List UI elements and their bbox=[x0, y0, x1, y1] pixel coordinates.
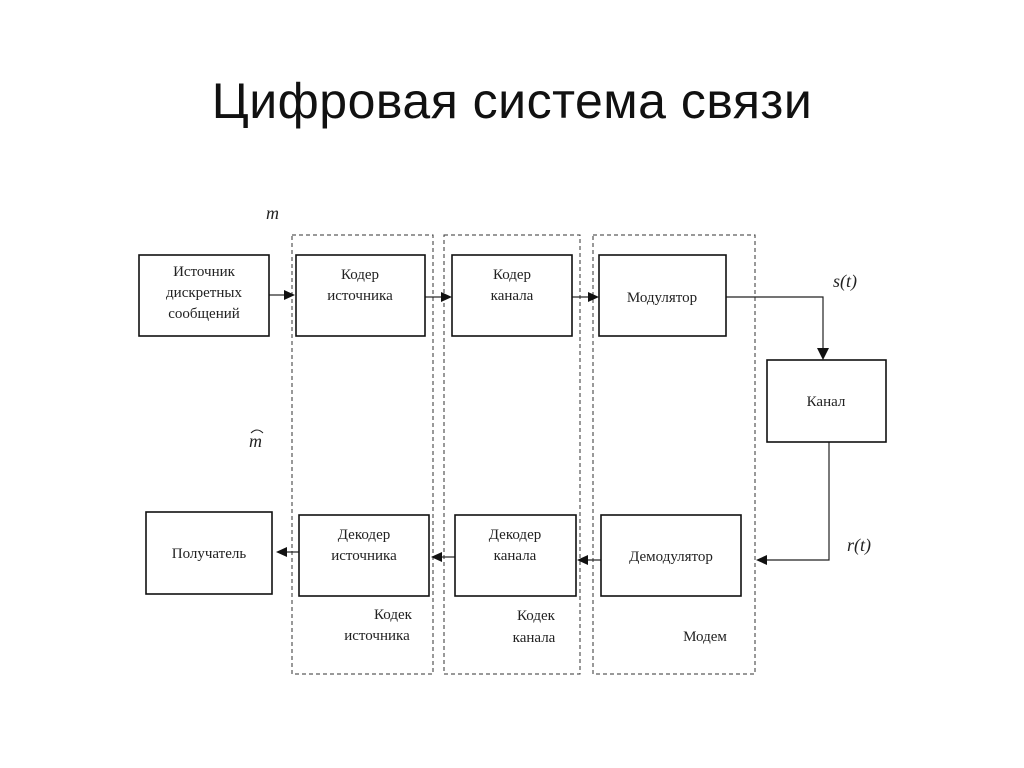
arrowhead-left bbox=[276, 547, 287, 557]
block-label: Кодер bbox=[493, 267, 531, 283]
arrowhead-down bbox=[817, 348, 829, 360]
block-source-decoder: Декодер источника bbox=[298, 514, 430, 597]
block-label: канала bbox=[491, 288, 534, 304]
signal-m-hat-label: m bbox=[249, 431, 262, 451]
arrowhead-right bbox=[284, 290, 295, 300]
block-label: Декодер bbox=[338, 527, 390, 543]
block-label: Демодулятор bbox=[629, 549, 713, 565]
block-label: источника bbox=[327, 288, 393, 304]
block-receiver: Получатель bbox=[145, 511, 273, 595]
block-label: Источник bbox=[173, 264, 236, 280]
block-label: источника bbox=[331, 548, 397, 564]
block-label: Канал bbox=[807, 394, 846, 410]
group-modem bbox=[592, 234, 756, 675]
group-caption-channel-codec: канала bbox=[513, 630, 556, 646]
group-caption-modem: Модем bbox=[683, 629, 727, 645]
block-label: Получатель bbox=[172, 546, 247, 562]
group-caption-source-codec: источника bbox=[344, 628, 410, 644]
signal-r-label: r(t) bbox=[847, 535, 871, 556]
group-caption-channel-codec: Кодек bbox=[517, 608, 556, 624]
block-label: дискретных bbox=[166, 285, 242, 301]
arrowhead-right bbox=[441, 292, 452, 302]
group-source-codec bbox=[291, 234, 434, 675]
arrowhead-left bbox=[756, 555, 767, 565]
page-title: Цифровая система связи bbox=[211, 73, 813, 129]
block-demodulator: Демодулятор bbox=[600, 514, 742, 597]
block-label: Декодер bbox=[489, 527, 541, 543]
block-channel-decoder: Декодер канала bbox=[454, 514, 577, 597]
block-label: канала bbox=[494, 548, 537, 564]
signal-m-label: m bbox=[266, 203, 279, 223]
block-source-encoder: Кодер источника bbox=[295, 254, 426, 337]
signal-s-label: s(t) bbox=[833, 271, 857, 292]
arrowhead-right bbox=[588, 292, 599, 302]
block-label: Кодер bbox=[341, 267, 379, 283]
wire-modulator-to-channel bbox=[726, 296, 824, 348]
arrowhead-left bbox=[577, 555, 588, 565]
block-label: сообщений bbox=[168, 306, 240, 322]
wire-channel-to-demodulator bbox=[767, 442, 830, 561]
hat-mark bbox=[250, 429, 264, 434]
block-modulator: Модулятор bbox=[598, 254, 727, 337]
block-label: Модулятор bbox=[627, 290, 697, 306]
group-caption-source-codec: Кодек bbox=[374, 607, 413, 623]
block-channel-encoder: Кодер канала bbox=[451, 254, 573, 337]
block-channel: Канал bbox=[766, 359, 887, 443]
block-source: Источник дискретных сообщений bbox=[138, 254, 270, 337]
arrowhead-left bbox=[431, 552, 442, 562]
